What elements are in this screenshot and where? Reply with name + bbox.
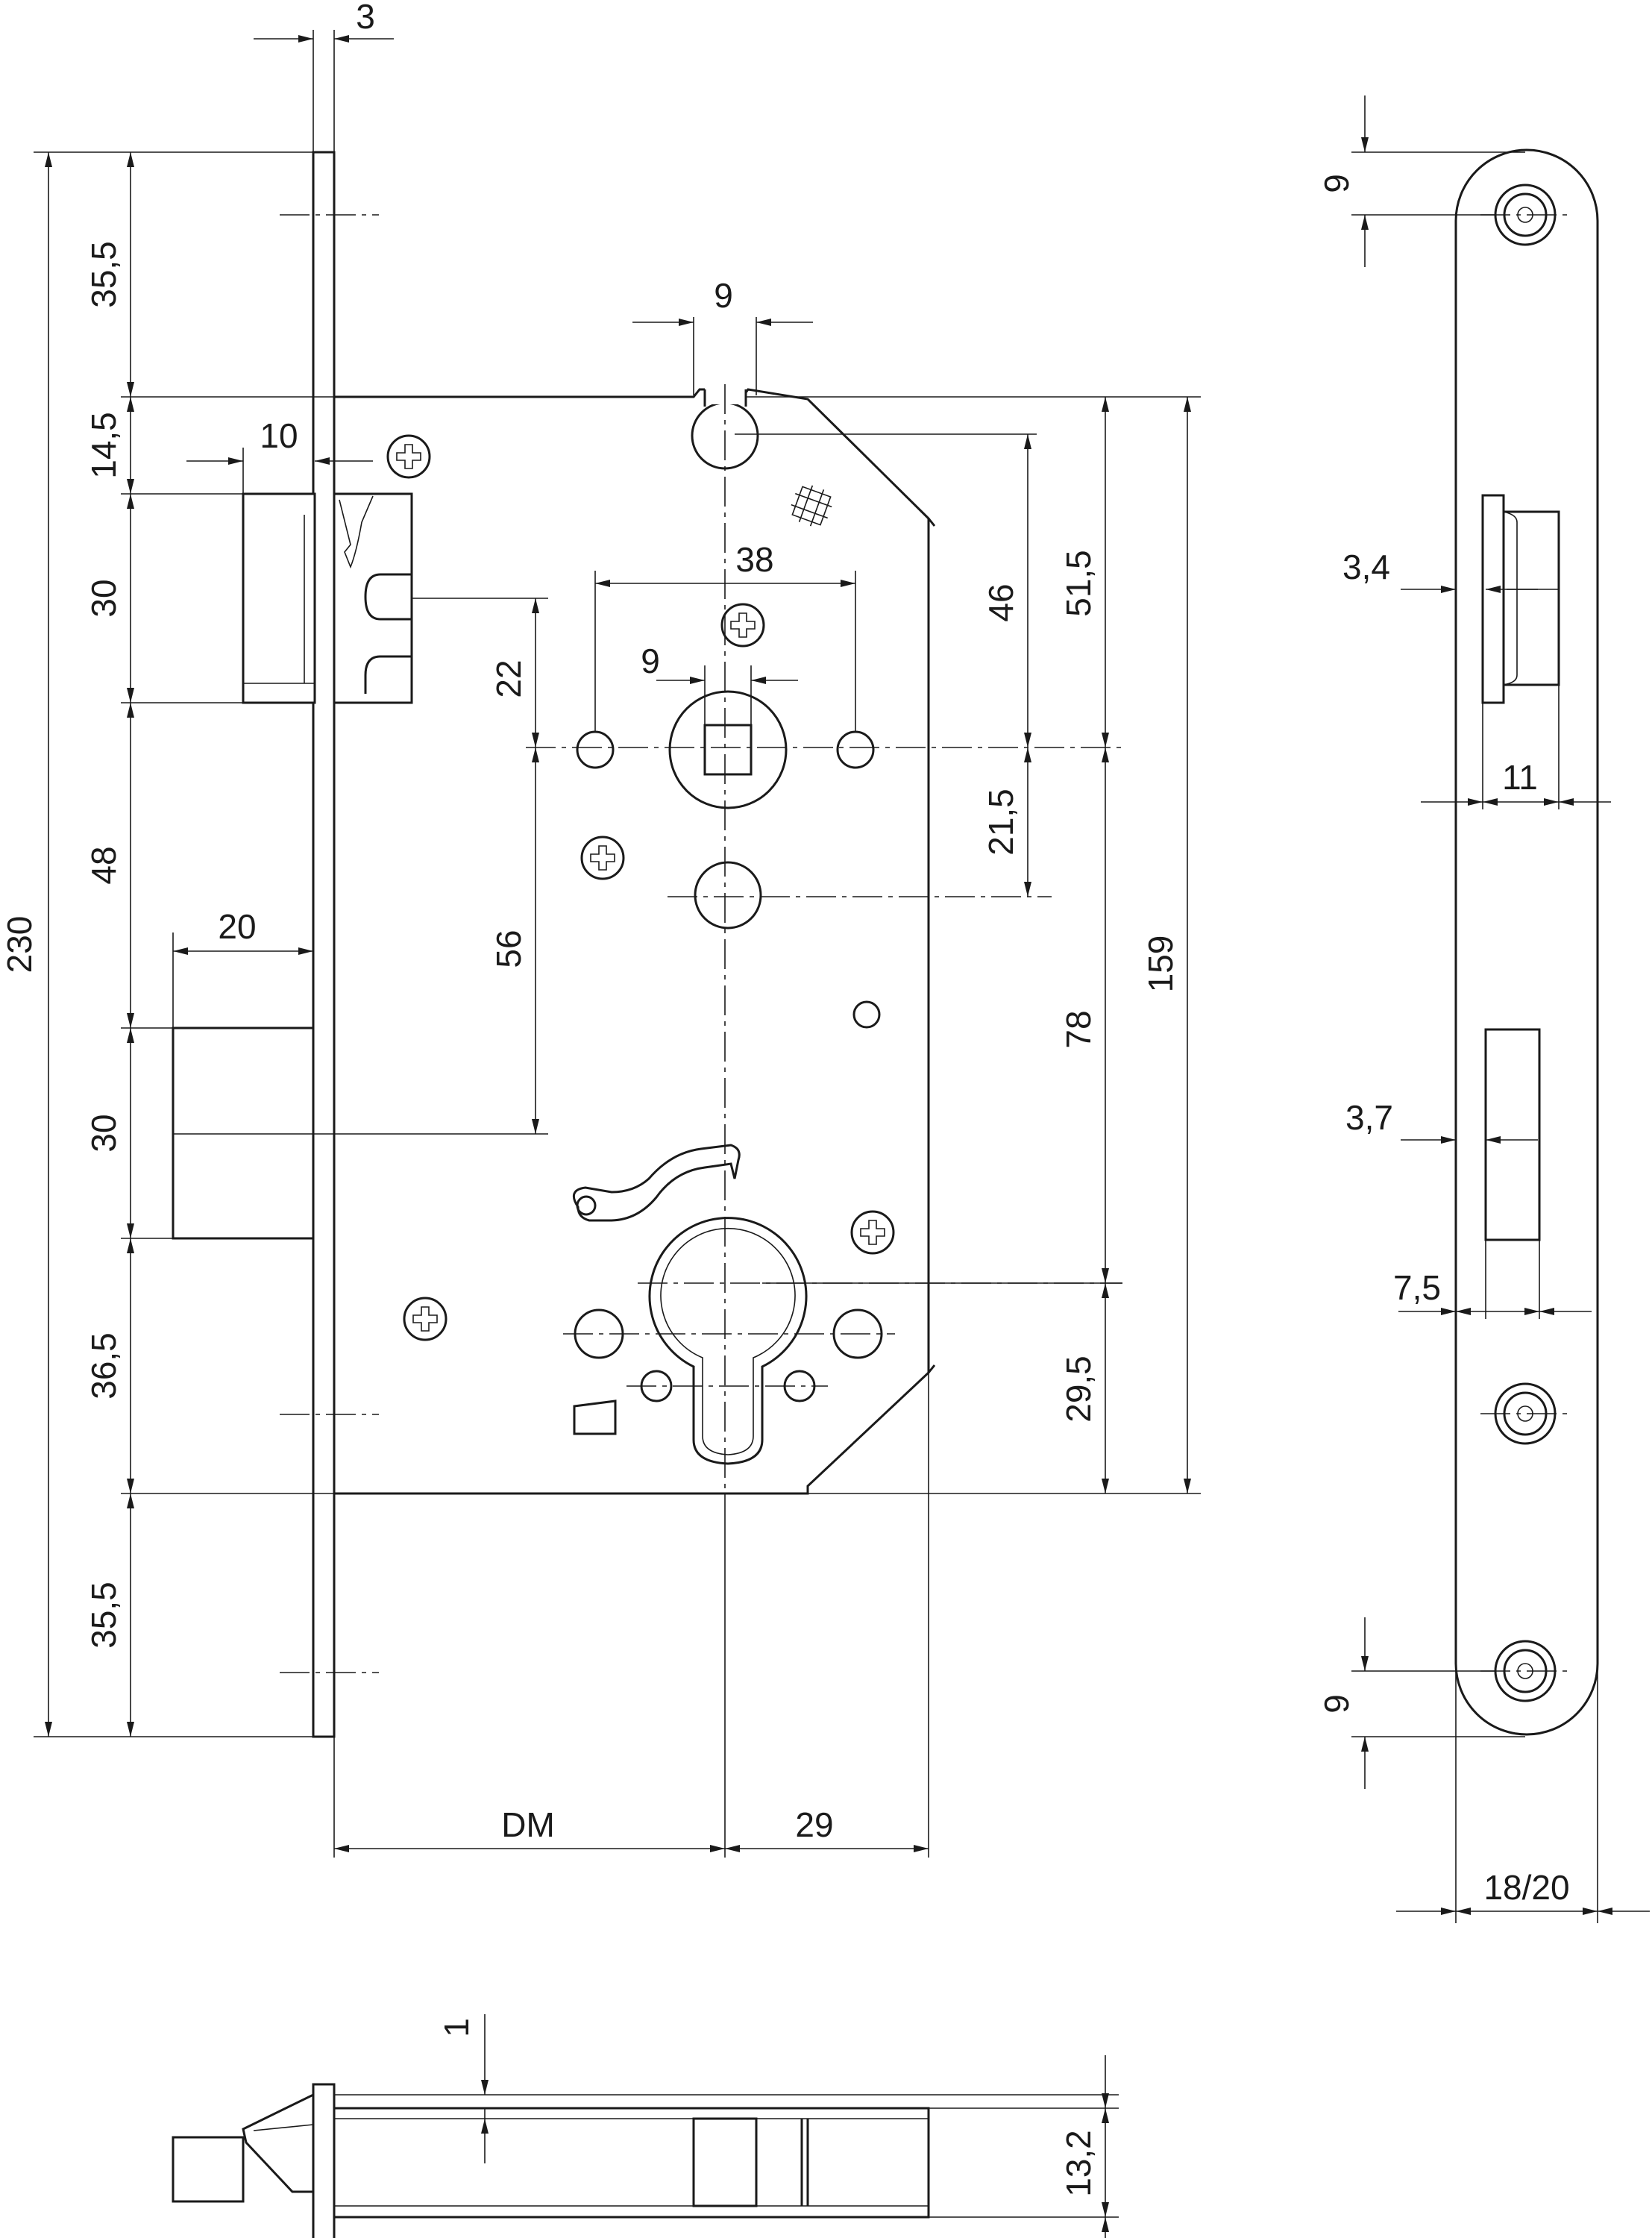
dim-spindle-square: 9 — [641, 642, 660, 680]
bottom-bolt — [172, 2136, 245, 2203]
cylinder-cutout — [648, 1217, 808, 1465]
handle-hole-right — [836, 730, 875, 769]
front-view: 3 230 35,5 14,5 30 48 30 36,5 35,5 10 20… — [0, 0, 1201, 1858]
dim-latch-height: 30 — [84, 579, 123, 617]
faceplate-outline — [1454, 148, 1599, 1736]
dim-bolt-slot-width: 3,7 — [1345, 1098, 1393, 1137]
bottom-latch — [242, 2093, 315, 2193]
spindle-square — [703, 724, 753, 776]
faceplate — [312, 151, 336, 1738]
dim-faceplate-width: 18/20 — [1483, 1868, 1569, 1907]
dim-latch-to-bolt: 48 — [84, 846, 123, 884]
dim-latch-slot-width: 3,4 — [1342, 548, 1390, 586]
dim-top-to-spindle: 46 — [982, 583, 1020, 621]
dim-bolt-height: 30 — [84, 1114, 123, 1152]
dim-case-thickness: 13,2 — [1059, 2130, 1098, 2197]
handle-hole-left — [576, 730, 615, 769]
latch-bolt — [242, 492, 413, 704]
screw-icon — [580, 836, 625, 880]
dim-cylinder-to-bottom: 29,5 — [1059, 1355, 1098, 1423]
screw-icon — [403, 1297, 447, 1341]
dim-strike-screw-top: 9 — [1317, 174, 1356, 193]
dim-bottom-offset: 35,5 — [84, 1582, 123, 1649]
screw-icon — [720, 603, 765, 648]
bottom-faceplate — [312, 2083, 336, 2238]
lever-arm — [572, 1144, 741, 1222]
rivet-square — [791, 485, 832, 527]
dim-total-height: 230 — [0, 916, 39, 974]
dim-case-top-to-spindle: 51,5 — [1059, 550, 1098, 617]
dead-bolt — [172, 1026, 315, 1240]
dim-bolt-recess: 1 — [437, 2018, 476, 2037]
screw-icon — [850, 1210, 895, 1255]
dim-spindle-to-cylinder: 78 — [1059, 1010, 1098, 1048]
small-tab — [573, 1399, 617, 1435]
bolt-slot — [1484, 1028, 1541, 1241]
lock-case — [334, 388, 930, 1495]
bottom-case — [333, 2107, 930, 2219]
latch-slot — [1481, 494, 1505, 704]
dim-case-height: 159 — [1141, 935, 1180, 993]
dim-top-offset: 35,5 — [84, 241, 123, 308]
dim-handle-hole-spacing: 38 — [735, 540, 773, 579]
dim-bolt-projection: 20 — [218, 907, 256, 946]
faceplate-side-view: 9 3,4 11 3,7 7,5 9 18/20 — [1317, 95, 1650, 1923]
dim-backset: DM — [501, 1805, 555, 1844]
dim-bolt-slot-offset: 7,5 — [1393, 1268, 1441, 1307]
screw-icon — [386, 434, 431, 479]
dim-strike-screw-bottom: 9 — [1317, 1694, 1356, 1714]
dim-bolt-to-bottom: 36,5 — [84, 1332, 123, 1399]
dim-spindle-to-bolt: 56 — [489, 930, 528, 968]
lower-hole — [694, 861, 762, 930]
dim-latch-to-spindle: 22 — [489, 659, 528, 698]
bottom-view: 1 13,2 — [172, 2014, 1119, 2238]
dim-latch-slot-offset: 11 — [1502, 758, 1538, 797]
dim-top-slot-width: 9 — [714, 276, 733, 315]
dim-cylinder-to-case-back: 29 — [795, 1805, 833, 1844]
dim-latch-projection: 10 — [260, 416, 298, 455]
dim-faceplate-thickness: 3 — [356, 0, 375, 36]
spindle-hub — [668, 690, 788, 809]
dim-latch-offset: 14,5 — [84, 412, 123, 479]
dim-spindle-to-hole: 21,5 — [982, 789, 1020, 856]
